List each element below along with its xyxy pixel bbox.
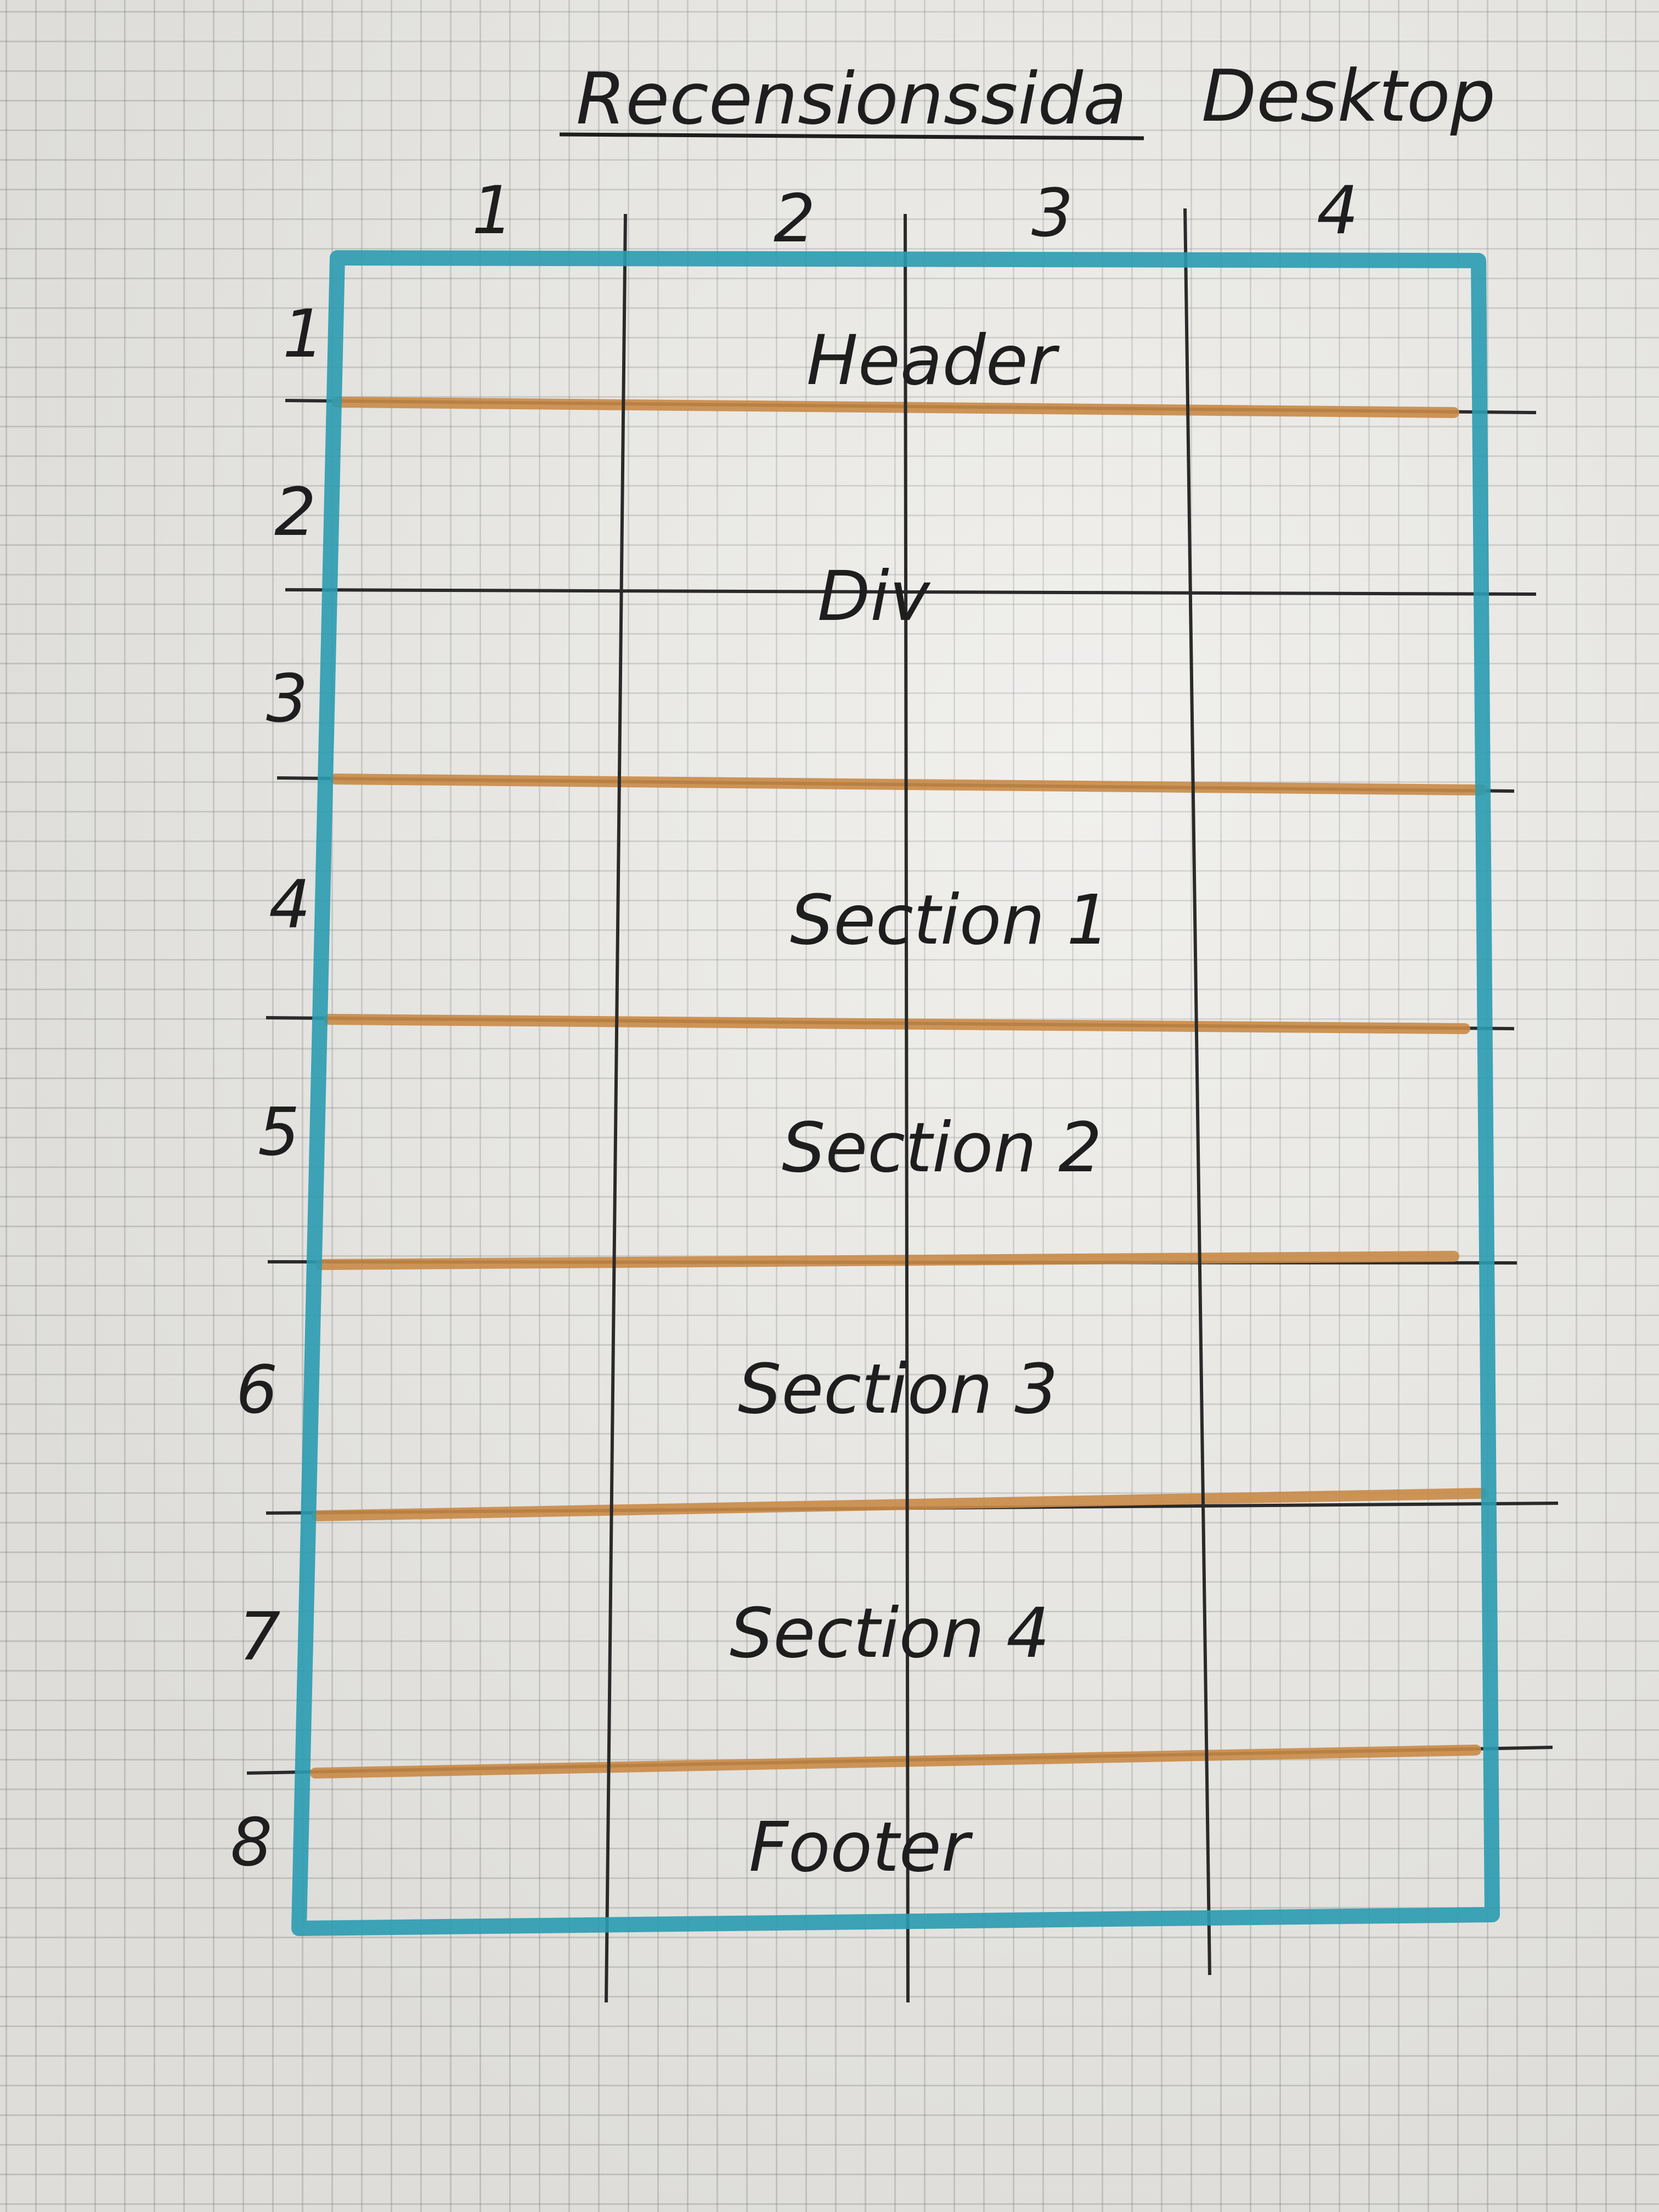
column-line-3 [1183, 208, 1211, 1976]
column-number-4: 4 [1317, 173, 1358, 249]
divider-section-4 [310, 1745, 1481, 1779]
divider-section-2 [315, 1251, 1459, 1270]
column-number-1: 1 [472, 173, 514, 249]
label-header: Header [806, 321, 1060, 400]
label-div: Div [817, 557, 931, 636]
column-number-2: 2 [774, 181, 815, 257]
row-number-3: 3 [266, 661, 308, 737]
title-underline [559, 132, 1144, 140]
page-outline [291, 250, 1500, 1936]
row-number-6: 6 [236, 1352, 278, 1429]
row-line-2 [285, 588, 1537, 596]
title-variant: Desktop [1201, 54, 1496, 138]
row-number-7: 7 [239, 1599, 280, 1675]
row-number-1: 1 [283, 296, 324, 373]
column-line-2 [904, 213, 910, 2003]
page-title: Recensionssida [576, 57, 1127, 140]
row-number-5: 5 [258, 1094, 300, 1171]
label-section-1: Section 1 [790, 881, 1110, 960]
label-section-3: Section 3 [738, 1350, 1058, 1429]
column-number-3: 3 [1031, 176, 1073, 252]
row-number-8: 8 [230, 1805, 272, 1881]
row-number-4: 4 [269, 867, 311, 943]
divider-section-3 [312, 1488, 1487, 1521]
row-number-2: 2 [274, 475, 316, 551]
label-section-2: Section 2 [782, 1108, 1102, 1188]
divider-section-1 [324, 1014, 1470, 1034]
divider-div [330, 774, 1487, 795]
divider-header [332, 397, 1459, 418]
label-footer: Footer [749, 1808, 973, 1887]
column-line-1 [605, 213, 627, 2003]
label-section-4: Section 4 [730, 1594, 1050, 1673]
